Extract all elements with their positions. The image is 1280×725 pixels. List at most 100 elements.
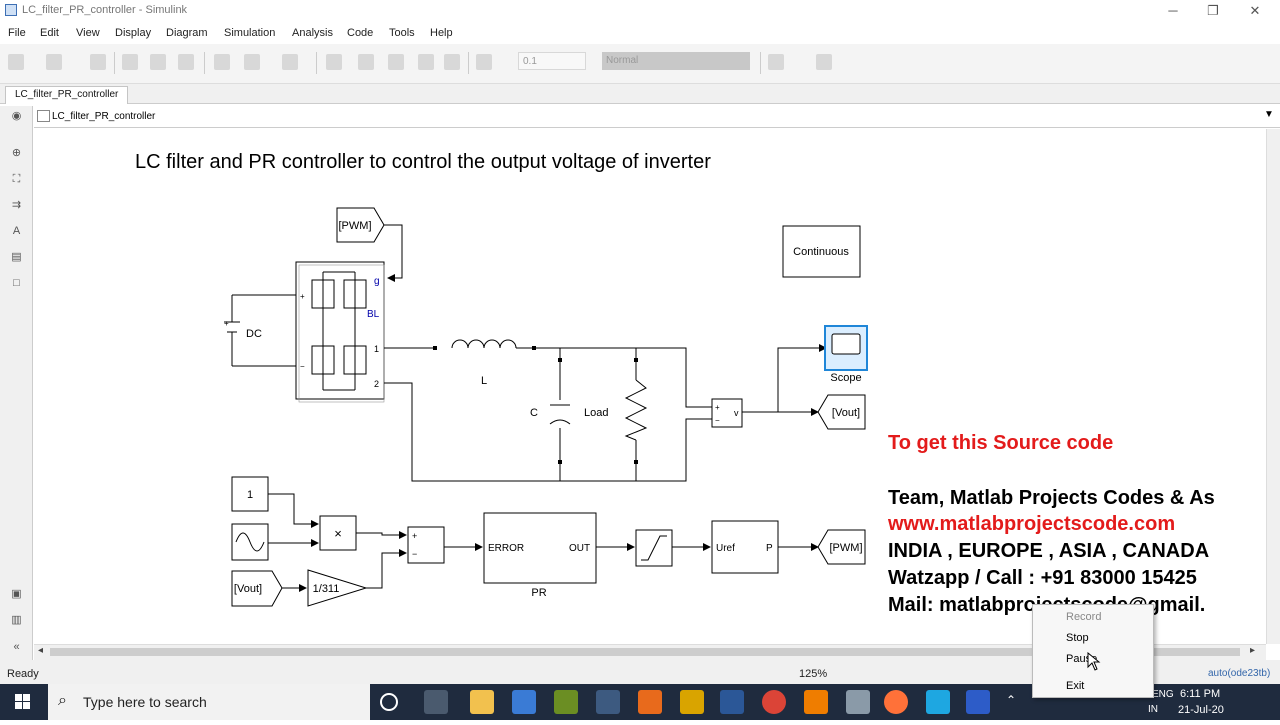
- menu-analysis[interactable]: Analysis: [292, 27, 333, 39]
- app-gray-icon[interactable]: [846, 690, 870, 714]
- open-icon[interactable]: [46, 54, 62, 70]
- sine-wave-block[interactable]: [231, 523, 269, 561]
- stop-time-input[interactable]: 0.1: [518, 52, 586, 70]
- menu-edit[interactable]: Edit: [40, 27, 59, 39]
- product-block[interactable]: ×: [319, 515, 357, 551]
- app-icon[interactable]: [596, 690, 620, 714]
- clock-date[interactable]: 21-Jul-20: [1178, 704, 1224, 716]
- step-forward-icon[interactable]: [388, 54, 404, 70]
- scroll-right-icon[interactable]: ▸: [1250, 645, 1256, 656]
- zoom-icon[interactable]: ⊕: [11, 147, 22, 159]
- vout-from-block[interactable]: [Vout]: [231, 570, 283, 607]
- capacitor-block[interactable]: C: [530, 358, 571, 464]
- app-orange-icon[interactable]: [804, 690, 828, 714]
- lang-top[interactable]: ENG: [1152, 689, 1174, 700]
- data-inspector-icon[interactable]: [476, 54, 492, 70]
- pwm-generator-block[interactable]: Uref P: [711, 520, 779, 574]
- cortana-icon[interactable]: [380, 693, 398, 711]
- menu-display[interactable]: Display: [115, 27, 152, 39]
- hspui-app-icon[interactable]: [512, 690, 536, 714]
- star-app-icon[interactable]: [680, 690, 704, 714]
- firefox-icon[interactable]: [884, 690, 908, 714]
- check-icon[interactable]: [816, 54, 832, 70]
- solver-label[interactable]: auto(ode23tb): [1208, 668, 1271, 679]
- chrome-icon[interactable]: [762, 690, 786, 714]
- property-inspector-icon[interactable]: ▥: [11, 614, 22, 626]
- chip-app-icon[interactable]: [554, 690, 578, 714]
- back-icon[interactable]: [122, 54, 138, 70]
- matlab-icon[interactable]: [638, 690, 662, 714]
- close-icon[interactable]: ✕: [1249, 3, 1261, 18]
- breadcrumb-label[interactable]: LC_filter_PR_controller: [52, 111, 156, 122]
- pwm-from-block[interactable]: [PWM]: [336, 207, 385, 243]
- inverter-bridge-block[interactable]: g BL 1 2 + −: [295, 261, 385, 403]
- step-back-icon[interactable]: [326, 54, 342, 70]
- vout-goto-block[interactable]: [Vout]: [817, 394, 866, 430]
- menu-code[interactable]: Code: [347, 27, 374, 39]
- dc-voltage-source[interactable]: + DC: [224, 295, 262, 366]
- tray-chevron-icon[interactable]: ⌃: [1006, 693, 1017, 707]
- promo-team: Team, Matlab Projects Codes & As: [888, 487, 1215, 509]
- menu-simulation[interactable]: Simulation: [224, 27, 276, 39]
- simulink-taskbar-icon[interactable]: [966, 690, 990, 714]
- menu-help[interactable]: Help: [430, 27, 453, 39]
- run-icon[interactable]: [358, 54, 374, 70]
- recorder-context-menu: Record Stop Pause Exit: [1032, 604, 1154, 698]
- pwm-goto-block[interactable]: [PWM]: [817, 529, 866, 565]
- sum-block[interactable]: + −: [407, 526, 445, 564]
- inductor-block[interactable]: L: [433, 339, 536, 387]
- menu-item-exit[interactable]: Exit: [1066, 680, 1085, 692]
- scope-block[interactable]: Scope: [824, 325, 868, 384]
- svg-text:+: +: [412, 531, 417, 541]
- new-model-icon[interactable]: [8, 54, 24, 70]
- scroll-left-icon[interactable]: ◂: [38, 645, 44, 656]
- task-view-icon[interactable]: [424, 690, 448, 714]
- chevron-down-icon[interactable]: ▼: [1264, 109, 1274, 120]
- model-config-icon[interactable]: [244, 54, 260, 70]
- toolbar: [0, 44, 1280, 84]
- restore-icon[interactable]: ❐: [1207, 3, 1219, 18]
- save-icon[interactable]: [90, 54, 106, 70]
- up-icon[interactable]: [178, 54, 194, 70]
- area-icon[interactable]: □: [13, 277, 20, 289]
- stop-icon[interactable]: [418, 54, 434, 70]
- simulation-mode-select[interactable]: Normal: [602, 52, 750, 70]
- tab-model[interactable]: LC_filter_PR_controller: [5, 86, 129, 104]
- internet-explorer-icon[interactable]: [926, 690, 950, 714]
- model-canvas[interactable]: LC filter and PR controller to control t…: [34, 129, 1266, 644]
- file-explorer-icon[interactable]: [470, 690, 494, 714]
- image-icon[interactable]: ▤: [11, 251, 22, 263]
- forward-icon[interactable]: [150, 54, 166, 70]
- load-resistor-block[interactable]: Load: [584, 358, 648, 464]
- gain-block[interactable]: 1/311: [307, 569, 368, 607]
- menu-tools[interactable]: Tools: [389, 27, 415, 39]
- menu-diagram[interactable]: Diagram: [166, 27, 208, 39]
- hide-browser-icon[interactable]: ◉: [11, 110, 22, 122]
- library-browser-icon[interactable]: [214, 54, 230, 70]
- voltage-measurement-block[interactable]: v + −: [711, 398, 743, 428]
- word-icon[interactable]: [720, 690, 744, 714]
- menu-file[interactable]: File: [8, 27, 26, 39]
- pr-controller-block[interactable]: ERROR OUT PR: [483, 512, 597, 599]
- collapse-icon[interactable]: «: [13, 641, 20, 653]
- start-button[interactable]: [0, 684, 46, 720]
- model-explorer-icon[interactable]: [282, 54, 298, 70]
- fit-to-view-icon[interactable]: ⛶: [12, 173, 21, 185]
- minimize-icon[interactable]: ─: [1168, 3, 1178, 18]
- record-icon[interactable]: [444, 54, 460, 70]
- saturation-block[interactable]: [635, 529, 673, 567]
- promo-heading: To get this Source code: [888, 432, 1113, 454]
- menu-view[interactable]: View: [76, 27, 100, 39]
- vertical-scrollbar[interactable]: [1266, 129, 1280, 644]
- horizontal-scroll-thumb[interactable]: [50, 648, 1240, 656]
- taskbar-search[interactable]: ⌕ Type here to search: [48, 684, 370, 720]
- powergui-continuous-block[interactable]: Continuous: [782, 225, 861, 278]
- build-icon[interactable]: [768, 54, 784, 70]
- menu-item-stop[interactable]: Stop: [1066, 632, 1089, 644]
- constant-block[interactable]: 1: [231, 476, 269, 512]
- arrow-icon[interactable]: ⇉: [11, 199, 22, 211]
- lang-bottom[interactable]: IN: [1148, 704, 1158, 715]
- clock-time[interactable]: 6:11 PM: [1180, 688, 1221, 700]
- screenshot-icon[interactable]: ▣: [11, 588, 22, 600]
- annotation-icon[interactable]: A: [12, 225, 21, 237]
